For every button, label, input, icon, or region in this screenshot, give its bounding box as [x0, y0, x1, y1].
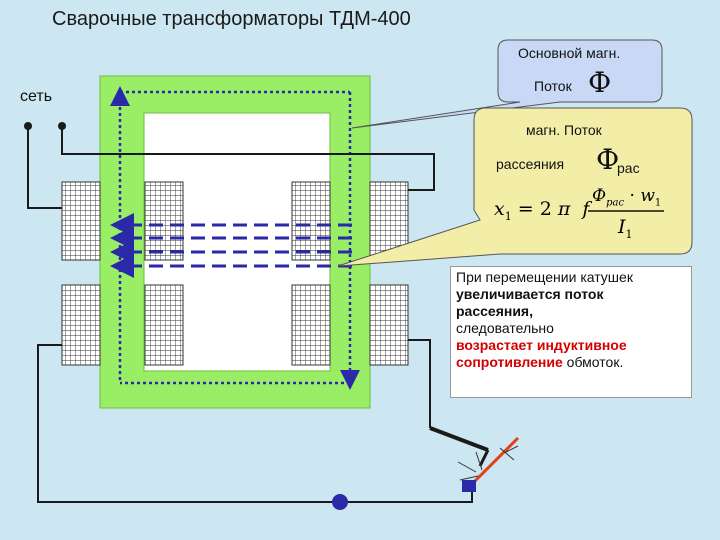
callout-main-flux — [351, 39, 663, 129]
callout-main-line1: Основной магн. — [518, 45, 621, 61]
coil-primary-inner-right — [291, 181, 331, 261]
info-line-3: рассеяния, — [456, 303, 533, 319]
phi-main-symbol: Ф — [588, 66, 612, 99]
callout-leak-line1: магн. Поток — [526, 122, 602, 138]
formula-lhs: x1 = 2 π f — [494, 198, 589, 223]
formula-den-sub: 1 — [625, 227, 633, 241]
formula-num-w-sub: 1 — [654, 197, 662, 209]
page-title: Сварочные трансформаторы ТДМ-400 — [52, 8, 411, 30]
coil-primary-outer-left — [61, 181, 101, 261]
net-terminal-2 — [58, 122, 66, 130]
callout-leak-line2: рассеяния — [496, 156, 565, 172]
net-terminal-1 — [24, 122, 32, 130]
coil-secondary-inner-left — [144, 284, 184, 366]
formula-den-i: I — [618, 216, 626, 238]
callout-main-line2: Поток — [534, 78, 572, 94]
formula-num-sub: рас — [606, 197, 625, 209]
leakage-flux-lines — [110, 213, 352, 278]
info-line-5: возрастает индуктивное — [456, 337, 627, 353]
formula-num-phi: Ф — [592, 186, 607, 206]
coil-primary-outer-right — [369, 181, 409, 261]
formula-pi: π — [557, 198, 571, 220]
info-line-2: увеличивается поток — [456, 286, 604, 302]
formula-x: x — [494, 198, 505, 220]
formula-f: f — [582, 198, 590, 220]
info-line-1: При перемещении катушек — [456, 269, 633, 285]
workpiece — [462, 480, 476, 492]
formula-num-dot: · — [629, 186, 635, 206]
info-line-6: сопротивление обмоток. — [456, 354, 686, 371]
formula-numerator: Фрас · w1 — [592, 186, 661, 208]
arc-spark — [457, 445, 519, 481]
info-line-6-rest: обмоток. — [562, 354, 624, 370]
info-line-6-highlight: сопротивление — [456, 354, 563, 370]
net-label: сеть — [20, 88, 53, 105]
electrode-lead — [408, 339, 490, 467]
network-wires — [27, 126, 473, 503]
main-flux-path — [110, 86, 360, 390]
electrode — [466, 436, 520, 490]
formula-num-w: w — [640, 186, 655, 206]
callout-leakage-flux — [337, 107, 693, 267]
phi-leak-symbol: Ф — [596, 143, 620, 176]
coil-secondary-outer-right — [369, 284, 409, 366]
coil-secondary-inner-right — [291, 284, 331, 366]
formula-eq: = 2 — [517, 198, 552, 220]
info-line-4: следовательно — [456, 320, 554, 336]
coil-primary-inner-left — [144, 181, 184, 261]
coil-secondary-outer-left — [61, 284, 101, 366]
formula-x-sub: 1 — [504, 209, 512, 223]
formula-denominator: I1 — [618, 216, 633, 241]
phi-leak-subscript: рас — [617, 160, 640, 176]
work-clamp-node — [332, 494, 348, 510]
info-box: При перемещении катушек увеличивается по… — [450, 266, 692, 398]
